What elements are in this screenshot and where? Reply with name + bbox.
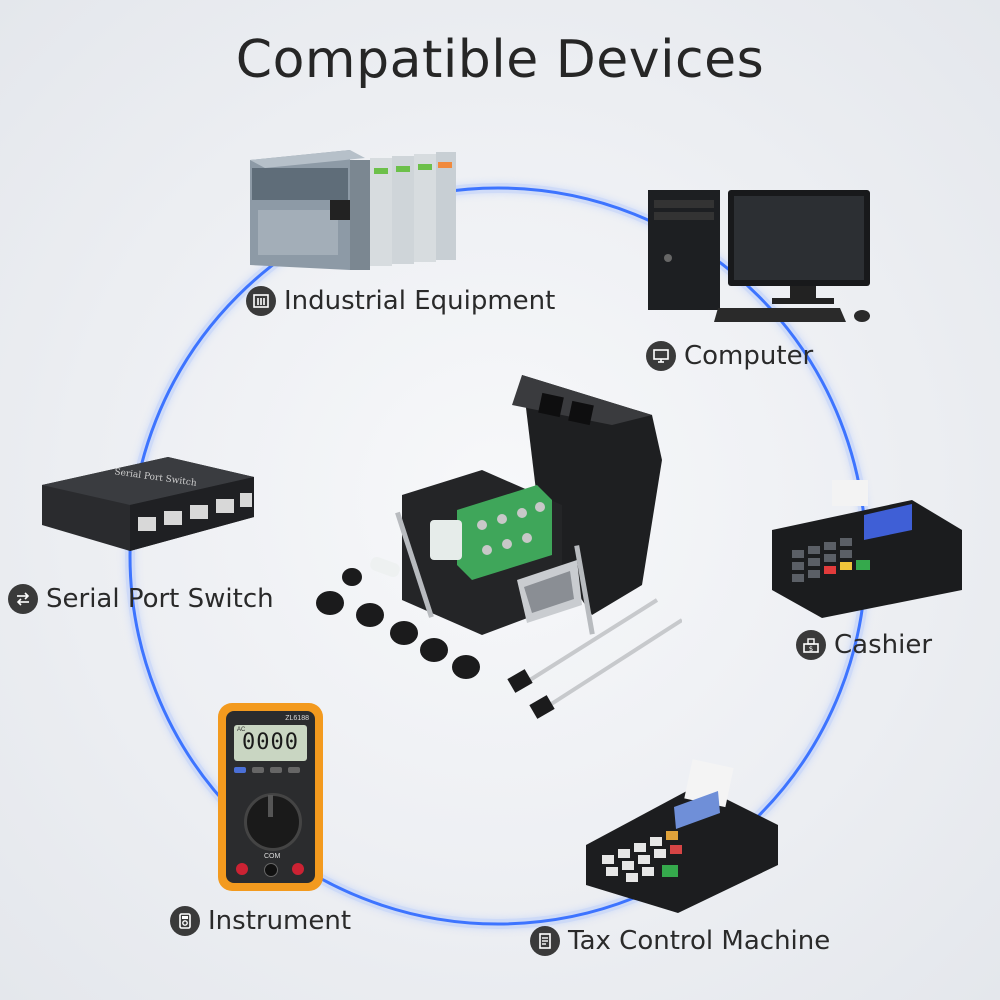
tax-control-machine-label: Tax Control Machine <box>530 926 830 956</box>
tax-control-machine-text: Tax Control Machine <box>568 926 831 956</box>
svg-text:$: $ <box>809 645 813 653</box>
tax-control-machine-image <box>586 759 778 913</box>
cashier-text: Cashier <box>834 630 933 660</box>
meter-brand: ZL6188 <box>285 715 309 722</box>
switch-arrows-icon <box>8 584 38 614</box>
monitor-icon <box>646 341 676 371</box>
instrument-text: Instrument <box>208 906 352 936</box>
computer-label: Computer <box>646 341 813 371</box>
meter-display: 0000 <box>242 730 299 755</box>
serial-port-switch-text: Serial Port Switch <box>46 584 274 614</box>
cashier-label: $ Cashier <box>796 630 932 660</box>
meter-icon <box>170 906 200 936</box>
serial-port-switch-label: Serial Port Switch <box>8 584 274 614</box>
computer-text: Computer <box>684 341 814 371</box>
multimeter-image: ZL6188 AC 0000 COM <box>218 703 323 891</box>
cash-register-icon: $ <box>796 630 826 660</box>
factory-icon <box>246 286 276 316</box>
cashier-device-image <box>772 480 962 618</box>
computer-device-image <box>648 190 870 322</box>
page-title: Compatible Devices <box>235 30 765 90</box>
instrument-label: Instrument <box>170 906 351 936</box>
meter-com-label: COM <box>264 853 281 860</box>
industrial-equipment-text: Industrial Equipment <box>284 286 556 316</box>
receipt-icon <box>530 926 560 956</box>
meter-unit: AC <box>237 727 246 733</box>
plc-device-image <box>250 150 456 270</box>
db9-terminal-kit-image <box>316 375 682 719</box>
industrial-equipment-label: Industrial Equipment <box>246 286 555 316</box>
serial-port-switch-image: Serial Port Switch <box>38 455 256 555</box>
